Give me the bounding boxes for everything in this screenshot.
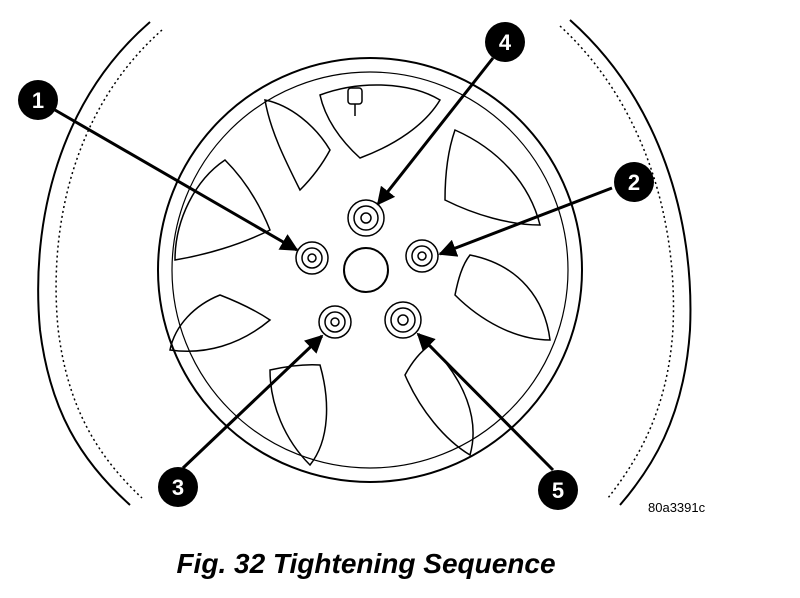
callout-3: 3 xyxy=(158,467,198,507)
spoke-window xyxy=(404,344,474,457)
callout-1: 1 xyxy=(18,80,58,120)
lug-nut-3 xyxy=(318,305,352,339)
spoke-window xyxy=(319,84,442,159)
valve-stem xyxy=(347,87,363,116)
tire-left-outer xyxy=(37,21,151,506)
rim-inner xyxy=(171,71,569,469)
lug-nuts xyxy=(295,199,439,339)
callout-2-label: 2 xyxy=(628,170,640,195)
spoke-window xyxy=(269,364,328,467)
callout-1-label: 1 xyxy=(32,88,44,113)
lug-nut-1 xyxy=(295,241,329,275)
leader-arrows xyxy=(54,57,613,472)
tire-left-inner xyxy=(55,29,163,499)
arrow-5 xyxy=(416,332,555,472)
figure-id: 80a3391c xyxy=(648,500,706,515)
arrow-4 xyxy=(376,57,495,206)
callout-3-label: 3 xyxy=(172,475,184,500)
arrow-3 xyxy=(181,334,324,470)
figure-caption: Fig. 32 Tightening Sequence xyxy=(176,548,556,579)
arrow-2 xyxy=(438,186,613,257)
spoke-window xyxy=(264,99,331,192)
tire-right-outer xyxy=(569,19,692,506)
callout-5: 5 xyxy=(538,470,578,510)
lug-nut-2 xyxy=(405,239,439,273)
rim-outer xyxy=(157,57,583,483)
lug-nut-4 xyxy=(347,199,385,237)
spoke-window xyxy=(169,294,272,352)
spoke-window xyxy=(454,254,551,341)
callout-5-label: 5 xyxy=(552,478,564,503)
spoke-window xyxy=(444,128,541,226)
lug-nut-5 xyxy=(384,301,422,339)
arrow-1 xyxy=(54,108,299,252)
callout-4: 4 xyxy=(485,22,525,62)
center-hub xyxy=(343,247,389,293)
spoke-window xyxy=(174,159,271,261)
callout-4-label: 4 xyxy=(499,30,512,55)
tire-right-inner xyxy=(559,25,675,499)
wheel xyxy=(157,57,583,483)
tire xyxy=(37,19,692,506)
callout-2: 2 xyxy=(614,162,654,202)
